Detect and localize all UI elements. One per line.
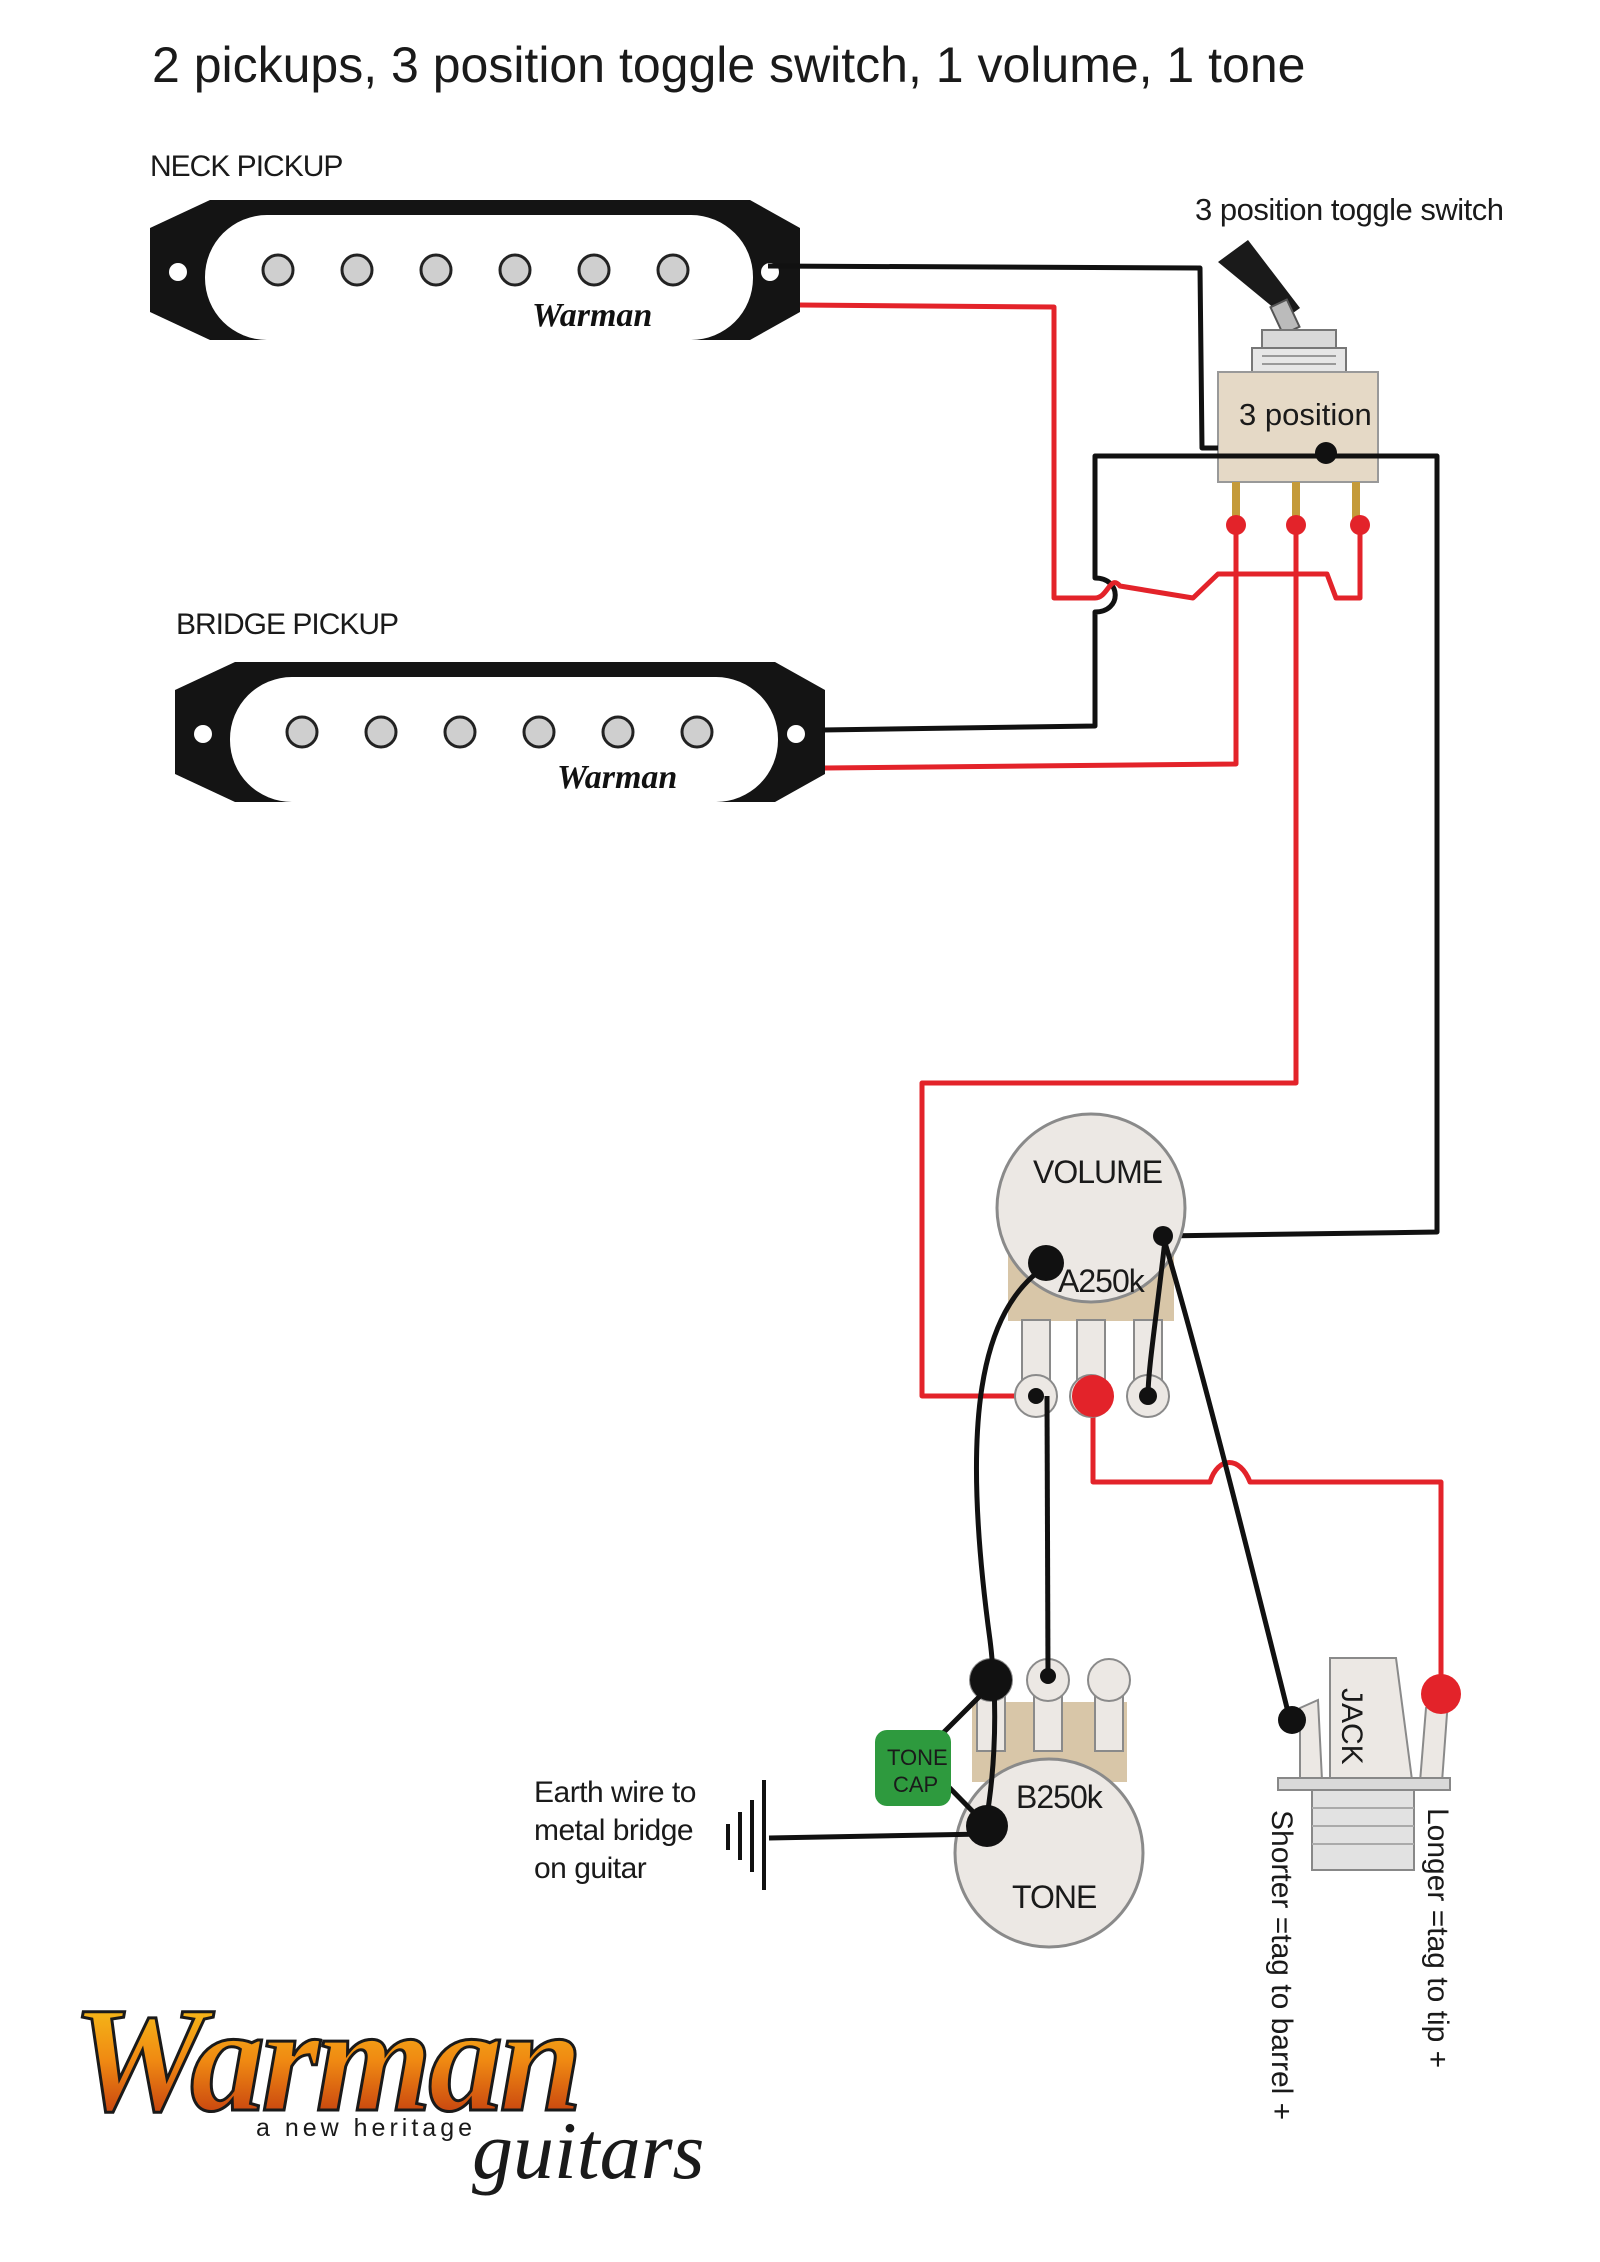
volume-value: A250k: [1058, 1263, 1146, 1299]
hot-solder-points: [1226, 515, 1370, 535]
jack-tip-solder: [1421, 1674, 1461, 1714]
toggle-switch-label: 3 position toggle switch: [1195, 192, 1504, 227]
pot-solder-points: [966, 1226, 1173, 1847]
tone-pot: B250k TONE: [953, 1658, 1145, 1949]
tone-label: TONE: [1012, 1879, 1096, 1915]
toggle-switch: 3 position: [1217, 240, 1379, 522]
earth-ground-icon: [726, 1780, 766, 1890]
tone-cap-label-2: CAP: [893, 1772, 938, 1797]
jack-label: JACK: [1335, 1688, 1368, 1765]
bridge-pickup: Warman: [175, 662, 825, 802]
neck-pole-pieces: [261, 253, 690, 287]
volume-pot: VOLUME A250k: [995, 1112, 1187, 1418]
volume-label: VOLUME: [1033, 1154, 1162, 1190]
page-title: 2 pickups, 3 position toggle switch, 1 v…: [152, 37, 1305, 93]
hot-wires: [799, 302, 1444, 1692]
warman-guitars-logo: Warman a new heritage guitars: [71, 1976, 705, 2197]
switch-common-solder: [1315, 442, 1337, 464]
logo-tagline: a new heritage: [256, 2114, 476, 2142]
earth-label-2: metal bridge: [534, 1814, 693, 1847]
tone-cap-label-1: TONE: [887, 1745, 948, 1770]
neck-pickup-label: NECK PICKUP: [150, 150, 342, 183]
bridge-pole-pieces: [285, 715, 714, 749]
jack-shorter-label: Shorter =tag to barrel +: [1265, 1810, 1298, 2120]
logo-sub: guitars: [472, 2105, 704, 2196]
pot-wires: [768, 1235, 1293, 1841]
jack-sleeve-solder: [1278, 1706, 1306, 1734]
logo-brand: Warman: [72, 1977, 579, 2143]
tone-value: B250k: [1016, 1779, 1104, 1815]
bridge-pickup-label: BRIDGE PICKUP: [176, 608, 398, 641]
switch-body-label: 3 position: [1239, 397, 1372, 432]
neck-pickup-brand: Warman: [532, 297, 652, 334]
earth-label-1: Earth wire to: [534, 1776, 696, 1809]
jack-longer-label: Longer =tag to tip +: [1421, 1808, 1454, 2068]
earth-label-3: on guitar: [534, 1852, 647, 1885]
neck-pickup: Warman: [150, 200, 800, 340]
bridge-pickup-brand: Warman: [557, 759, 677, 796]
output-jack: JACK: [1277, 1657, 1461, 1871]
